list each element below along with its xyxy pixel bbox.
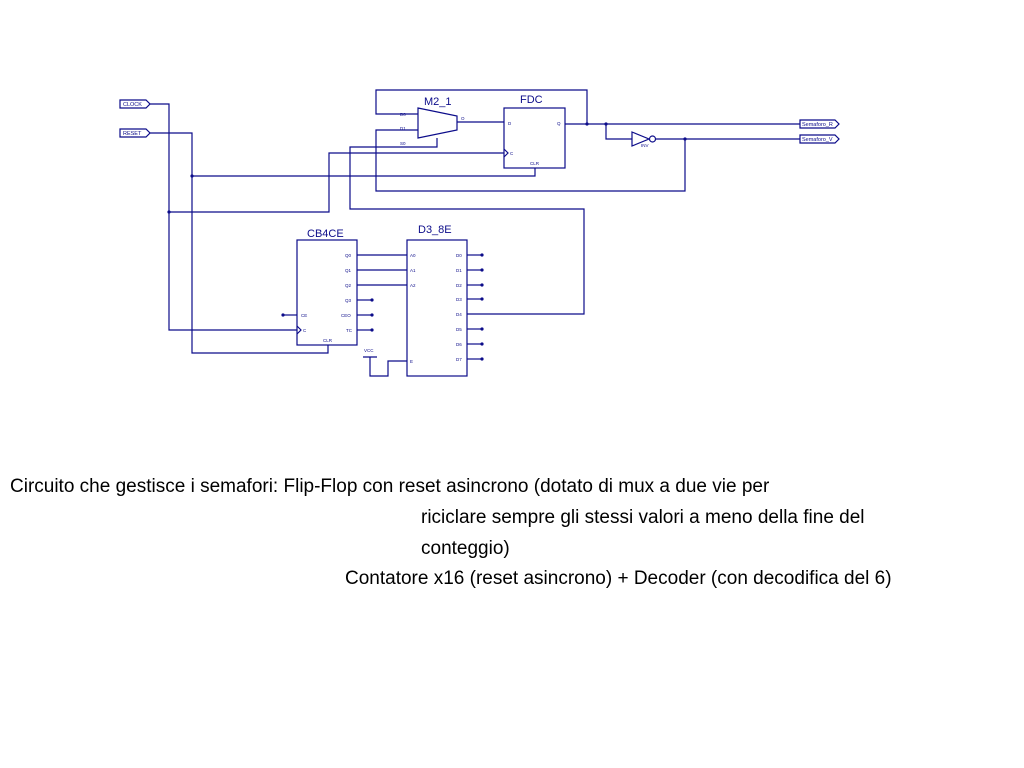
wire-inv-feedback: [375, 129, 686, 192]
decoder-pin-d5: D5: [456, 327, 462, 332]
terminal-dot: [480, 327, 484, 331]
decoder-pin-d3: D3: [456, 297, 462, 302]
inverter-body: [631, 131, 651, 147]
counter-pin-q0: Q0: [345, 253, 352, 258]
counter-cb4ce: CB4CE Q0 Q1 Q2 Q3 CEO TC CE C CLR: [296, 228, 358, 346]
vcc-label: VCC: [364, 348, 374, 353]
mux-body: [417, 107, 458, 139]
counter-pin-q2: Q2: [345, 283, 352, 288]
junction-dot: [604, 122, 608, 126]
terminal-dot: [480, 283, 484, 287]
wire-clock-to-fdc: [169, 152, 504, 213]
caption-line-1: Circuito che gestisce i semafori: Flip-F…: [10, 476, 770, 497]
decoder-pin-d7: D7: [456, 357, 462, 362]
counter-pin-ce: CE: [301, 313, 307, 318]
wires: [150, 89, 800, 377]
junction-dot: [683, 137, 687, 141]
counter-pin-ceo: CEO: [341, 313, 351, 318]
caption-line-3: conteggio): [421, 538, 510, 559]
inverter: INV: [631, 131, 657, 148]
wire-vcc: [363, 356, 407, 377]
counter-pin-clr: CLR: [323, 338, 333, 343]
decoder-pin-a1: A1: [410, 268, 416, 273]
decoder-title: D3_8E: [418, 224, 452, 236]
caption-line-2: riciclare sempre gli stessi valori a men…: [421, 507, 865, 528]
wire-reset: [150, 132, 329, 354]
mux-pin-d0: D0: [400, 112, 406, 117]
wire-q-to-inv: [605, 124, 632, 140]
counter-pin-tc: TC: [346, 328, 353, 333]
port-semaforo-r: Semaforo_R: [799, 119, 840, 129]
junction-dot: [167, 210, 171, 214]
fdc-pin-d: D: [508, 121, 512, 126]
junction-dot: [190, 174, 194, 178]
fdc-pin-clr: CLR: [530, 161, 540, 166]
fdc-title: FDC: [520, 94, 543, 106]
decoder-d3-8e: D3_8E A0 A1 A2 E D0 D1 D2 D3 D4 D5 D6 D7: [406, 224, 468, 377]
terminal-dot: [480, 297, 484, 301]
decoder-pin-d2: D2: [456, 283, 462, 288]
fdc-pin-c: C: [510, 151, 514, 156]
junction-dot: [585, 122, 589, 126]
junction-dots: [167, 122, 687, 361]
terminal-dot: [480, 357, 484, 361]
port-reset-label: RESET: [123, 131, 142, 137]
counter-pin-c: C: [303, 328, 307, 333]
fdc-pin-q: Q: [557, 121, 561, 126]
terminal-dot: [370, 298, 374, 302]
terminal-dot: [281, 313, 285, 317]
port-semaforo-v: Semaforo_V: [799, 134, 840, 144]
decoder-pin-d1: D1: [456, 268, 462, 273]
mux-pin-o: O: [461, 116, 465, 121]
port-clock-label: CLOCK: [123, 102, 142, 108]
wire-clock: [150, 103, 297, 331]
decoder-pin-e: E: [410, 359, 413, 364]
mux-pin-d1: D1: [400, 126, 406, 131]
decoder-pin-d6: D6: [456, 342, 462, 347]
flipflop-fdc: FDC D Q C CLR: [503, 94, 566, 169]
wire-d4-select: [349, 138, 585, 315]
wire-reset-to-fdc: [192, 168, 536, 177]
port-reset: RESET: [119, 128, 151, 138]
wire-q-feedback: [375, 89, 588, 124]
fdc-body: [503, 107, 566, 169]
port-clock: CLOCK: [119, 99, 151, 109]
terminal-dot: [480, 268, 484, 272]
counter-pin-q1: Q1: [345, 268, 352, 273]
decoder-body: [406, 239, 468, 377]
decoder-pin-d4: D4: [456, 312, 462, 317]
decoder-pin-a0: A0: [410, 253, 416, 258]
terminal-dot: [480, 342, 484, 346]
caption-line-4: Contatore x16 (reset asincrono) + Decode…: [345, 568, 892, 589]
inverter-label: INV: [641, 143, 649, 148]
counter-title: CB4CE: [307, 228, 344, 240]
counter-pin-q3: Q3: [345, 298, 352, 303]
terminal-dot: [480, 253, 484, 257]
terminal-dot: [370, 328, 374, 332]
port-semaforo-v-label: Semaforo_V: [802, 137, 833, 143]
circuit-schematic: CLOCK RESET Semaforo_R Semaforo_V M2_1 D…: [119, 89, 840, 377]
mux-pin-s0: S0: [400, 141, 406, 146]
mux-title: M2_1: [424, 96, 452, 108]
inverter-bubble: [648, 135, 657, 143]
counter-body: [296, 239, 358, 346]
decoder-pin-a2: A2: [410, 283, 416, 288]
decoder-pin-d0: D0: [456, 253, 462, 258]
terminal-dot: [370, 313, 374, 317]
port-semaforo-r-label: Semaforo_R: [802, 122, 833, 128]
mux-m2-1: M2_1 D0 D1 S0 O: [400, 96, 465, 146]
